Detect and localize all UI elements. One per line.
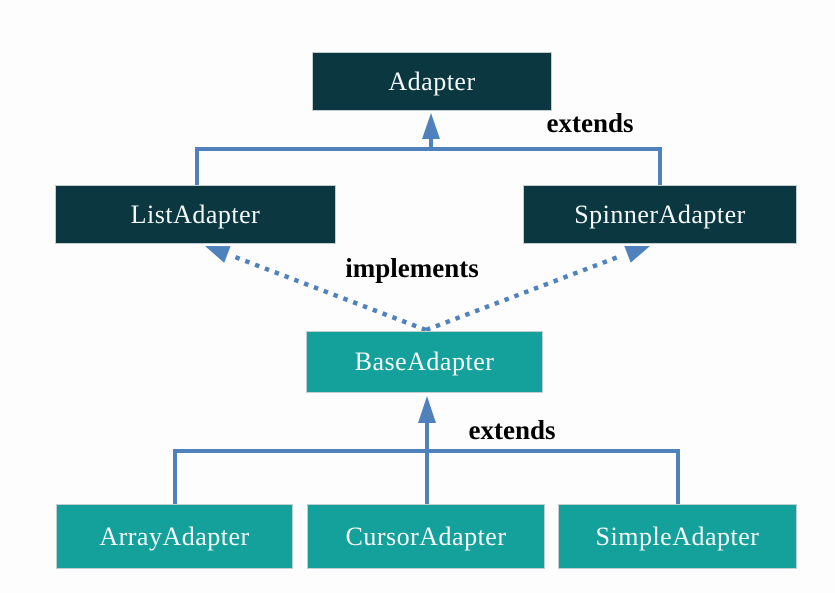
node-base-adapter: BaseAdapter: [306, 331, 543, 393]
node-spinner-adapter: SpinnerAdapter: [523, 185, 797, 244]
node-array-adapter: ArrayAdapter: [56, 504, 293, 569]
node-list-adapter: ListAdapter: [55, 185, 336, 244]
connector-extends-bottom-bracket: [173, 449, 680, 506]
implements-left-arrowhead-icon: [205, 246, 231, 263]
edge-label-extends-top: extends: [546, 108, 634, 138]
node-simple-adapter: SimpleAdapter: [558, 504, 797, 569]
edge-label-extends-bottom: extends: [468, 415, 556, 445]
edge-label-implements: implements: [345, 253, 479, 283]
node-cursor-adapter: CursorAdapter: [307, 504, 545, 569]
extends-bottom-arrowhead-icon: [418, 396, 436, 423]
implements-right-arrowhead-icon: [624, 246, 650, 263]
extends-top-arrowhead-icon: [422, 113, 440, 139]
connector-extends-top-bracket: [195, 147, 662, 187]
node-adapter: Adapter: [312, 52, 552, 111]
